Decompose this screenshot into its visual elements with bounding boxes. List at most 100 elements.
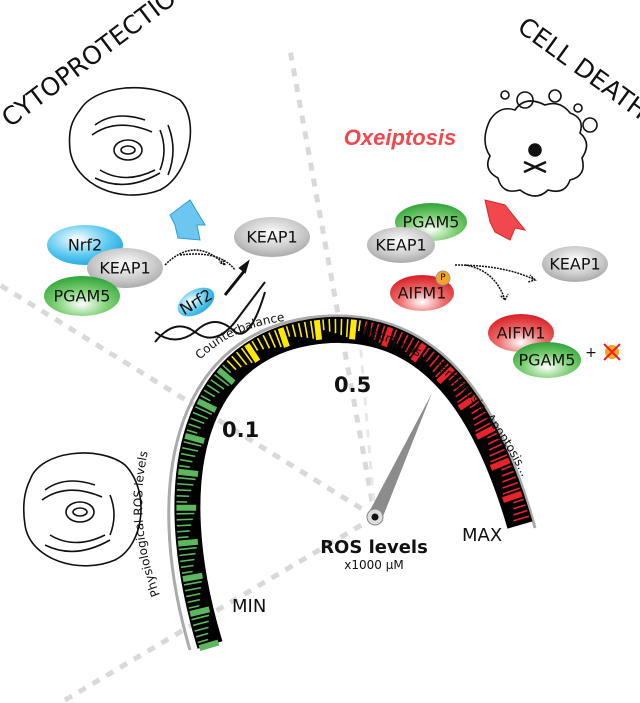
gauge-tick bbox=[513, 504, 526, 510]
gauge-tick bbox=[176, 524, 192, 527]
gauge-tick bbox=[429, 355, 440, 368]
gauge-tick bbox=[186, 592, 201, 598]
protein-keap1-complex: KEAP1 bbox=[367, 227, 435, 263]
gauge-tick bbox=[457, 391, 473, 404]
svg-text:KEAP1: KEAP1 bbox=[375, 236, 426, 255]
healthy-cell-icon bbox=[68, 86, 192, 196]
gauge-tick bbox=[345, 319, 349, 338]
gauge-tick bbox=[473, 416, 489, 427]
phospho-icon: P bbox=[435, 270, 451, 286]
gauge-tick bbox=[214, 374, 230, 387]
gauge-tick bbox=[192, 411, 209, 420]
gauge-tick bbox=[490, 454, 508, 463]
gauge-tick bbox=[391, 329, 398, 341]
svg-text:P: P bbox=[440, 273, 446, 283]
gauge-tick bbox=[187, 598, 200, 604]
gauge-tick bbox=[291, 324, 297, 337]
gauge-tick bbox=[180, 558, 195, 563]
gauge-tick bbox=[513, 498, 524, 504]
gauge-tick bbox=[194, 626, 209, 632]
gauge-tick bbox=[425, 351, 435, 363]
gauge-tick bbox=[489, 457, 511, 471]
gauge-tick bbox=[184, 432, 206, 444]
svg-text:PGAM5: PGAM5 bbox=[403, 213, 460, 232]
gauge-tick bbox=[455, 386, 470, 398]
gauge-tick bbox=[322, 319, 325, 331]
plus-sign: + bbox=[585, 345, 597, 361]
gauge-tick bbox=[502, 487, 521, 495]
gauge-tick bbox=[373, 323, 380, 340]
gauge-tick bbox=[203, 389, 216, 398]
gauge-tick bbox=[268, 332, 277, 348]
gauge-tick bbox=[489, 448, 505, 457]
gauge-tick bbox=[410, 342, 427, 363]
gauge-tick bbox=[475, 425, 496, 440]
oxeiptosis-title: Oxeiptosis bbox=[344, 125, 456, 150]
gauge-tick bbox=[210, 379, 225, 390]
gauge-tick bbox=[206, 384, 220, 394]
gauge-tick bbox=[368, 322, 374, 337]
gauge-tick bbox=[486, 432, 498, 439]
no-phospho-icon bbox=[603, 343, 621, 361]
gauge-tick bbox=[488, 443, 503, 451]
svg-text:KEAP1: KEAP1 bbox=[549, 255, 600, 274]
gauge-tick bbox=[197, 638, 209, 644]
up-arrow-red-icon bbox=[484, 199, 527, 241]
gauge-tick bbox=[183, 580, 202, 586]
gauge-tick bbox=[240, 347, 253, 364]
tick-label-01: 0.1 bbox=[222, 418, 259, 442]
protein-nrf2-dna: Nrf2 bbox=[176, 285, 215, 319]
protein-keap1-left: KEAP1 bbox=[87, 248, 163, 288]
dotted-guides bbox=[0, 49, 378, 703]
gauge-tick bbox=[182, 446, 199, 452]
gauge-tick bbox=[501, 490, 523, 503]
gauge-units: x1000 µM bbox=[344, 558, 403, 572]
gauge-tick bbox=[422, 347, 430, 358]
gauge-tick bbox=[177, 530, 190, 533]
gauge-tick bbox=[192, 620, 209, 627]
svg-text:KEAP1: KEAP1 bbox=[246, 228, 297, 247]
gauge-tick bbox=[277, 327, 290, 348]
gauge-tick bbox=[450, 376, 462, 387]
gauge-tick bbox=[297, 322, 303, 338]
svg-text:Nrf2: Nrf2 bbox=[68, 236, 102, 255]
gauge-tick bbox=[513, 515, 530, 522]
gauge-tick bbox=[404, 337, 415, 353]
cell-icon-bottom bbox=[23, 452, 142, 567]
gauge-title: ROS levels bbox=[320, 537, 428, 558]
gauge-tick bbox=[453, 381, 466, 392]
protein-keap1-free-right: KEAP1 bbox=[542, 246, 608, 282]
gauge-tick bbox=[262, 334, 271, 349]
gauge-tick bbox=[178, 468, 199, 477]
gauge-tick bbox=[183, 441, 202, 447]
gauge-tick bbox=[184, 586, 202, 592]
gauge-tick bbox=[378, 325, 386, 344]
protein-pgam5-right: PGAM5 bbox=[513, 342, 581, 378]
svg-text:AIFM1: AIFM1 bbox=[398, 284, 447, 303]
gauge-tick bbox=[436, 366, 455, 385]
gauge-tick bbox=[475, 421, 492, 432]
gauge-label-physiological: Physiological ROS levels bbox=[131, 450, 163, 599]
gauge-tick bbox=[349, 319, 357, 340]
gauge-tick bbox=[176, 518, 193, 521]
gauge-tick bbox=[256, 337, 265, 350]
gauge-max-label: MAX bbox=[462, 525, 502, 546]
gauge-tick bbox=[180, 452, 196, 458]
cytoprotection-title: CYTOPROTECTION bbox=[0, 0, 196, 133]
gauge-tick bbox=[216, 367, 236, 385]
gauge-tick bbox=[177, 476, 196, 481]
gauge-tick bbox=[303, 321, 309, 339]
gauge-tick bbox=[188, 604, 200, 609]
gauge-tick bbox=[190, 417, 205, 425]
gauge-tick bbox=[435, 363, 449, 378]
gauge-tick bbox=[177, 482, 194, 486]
gauge-tick bbox=[176, 488, 192, 492]
gauge-tick bbox=[186, 429, 198, 434]
gauge-tick bbox=[448, 372, 458, 381]
gauge-tick bbox=[457, 394, 478, 411]
gauge-tick bbox=[502, 481, 519, 489]
gauge-tick bbox=[408, 340, 420, 357]
gauge-tick bbox=[501, 465, 512, 471]
gauge-tick bbox=[191, 614, 210, 621]
